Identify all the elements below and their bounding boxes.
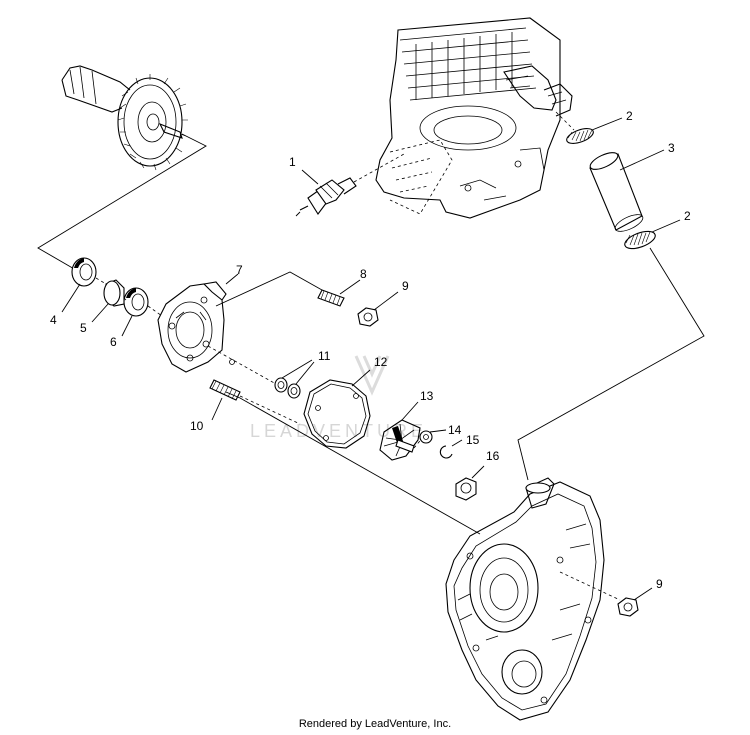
connector-line-housing (215, 271, 323, 307)
callout-11: 11 (318, 349, 331, 363)
callout-10: 10 (190, 419, 204, 433)
part-16-nut (455, 477, 477, 501)
connector-line-gear (37, 133, 207, 271)
leader-3 (619, 149, 665, 171)
leader-9a (373, 291, 399, 311)
callout-3: 3 (668, 141, 675, 155)
bearing-axis-line (95, 277, 163, 317)
callout-6: 6 (110, 335, 117, 349)
part-10-stud (209, 379, 241, 401)
callout-5: 5 (80, 321, 87, 335)
watermark-text: LEADVENTURE (250, 421, 427, 441)
leader-10 (211, 397, 223, 421)
part-11-seal-pair (274, 377, 301, 399)
leader-13 (401, 401, 419, 421)
part-14-washer (419, 430, 433, 444)
leader-4 (61, 283, 81, 313)
leader-11 (281, 359, 315, 385)
leader-7 (225, 273, 239, 285)
cover-to-nut-line (559, 571, 621, 601)
connector-line-cover (225, 391, 481, 535)
leader-2a (591, 117, 623, 131)
leader-14 (429, 429, 447, 433)
leader-8 (339, 279, 361, 295)
part-8-stud (317, 289, 345, 307)
leader-2b (651, 219, 681, 233)
leader-9b (633, 587, 653, 601)
part-4-bearing (71, 257, 97, 287)
crankcase-cover (445, 477, 605, 721)
part-2-hose-clamp-top (566, 128, 594, 144)
callout-12: 12 (374, 355, 388, 369)
part-12-gasket (303, 379, 371, 449)
leader-6 (121, 315, 133, 337)
leader-5 (91, 303, 109, 323)
part-5-seal (103, 279, 125, 307)
leader-15 (451, 439, 463, 447)
callout-14: 14 (448, 423, 462, 437)
housing-dowel (229, 359, 235, 365)
gear-shaft-assembly (61, 65, 188, 171)
connector-line-hose (517, 247, 705, 481)
part-6-bearing (123, 287, 149, 317)
leader-1 (301, 169, 319, 185)
callout-16: 16 (486, 449, 500, 463)
callout-2a: 2 (626, 109, 633, 123)
callout-8: 8 (360, 267, 367, 281)
part-9-nut-upper (357, 307, 379, 327)
callout-13: 13 (420, 389, 434, 403)
part-3-coolant-hose (589, 152, 644, 232)
watermark: LEADVENTURE (250, 355, 427, 441)
cylinder-to-clamp-line (555, 111, 575, 131)
callout-9a: 9 (402, 279, 409, 293)
callout-4: 4 (50, 313, 57, 327)
part-7-pump-housing (157, 281, 227, 373)
part-2-hose-clamp-bottom (624, 230, 656, 250)
callout-labels: 1 2 2 3 4 5 6 7 8 9 9 10 11 12 13 14 15 … (50, 109, 691, 591)
callout-7: 7 (236, 263, 243, 277)
part-15-snap-ring (439, 445, 453, 459)
callout-15: 15 (466, 433, 480, 447)
footer-credit: Rendered by LeadVenture, Inc. (298, 718, 452, 730)
leader-16 (471, 465, 485, 479)
part-13-impeller (379, 419, 421, 461)
leader-12 (351, 369, 371, 387)
callout-2b: 2 (684, 209, 691, 223)
sensor-to-cylinder-line (353, 153, 405, 183)
part-9-nut-lower (617, 597, 639, 617)
part-1-temperature-sensor (295, 177, 357, 217)
callout-1: 1 (289, 155, 296, 169)
engine-cylinder (375, 17, 573, 219)
housing-to-seal-line (207, 345, 277, 385)
stud-to-case-line (239, 395, 301, 425)
callout-9b: 9 (656, 577, 663, 591)
